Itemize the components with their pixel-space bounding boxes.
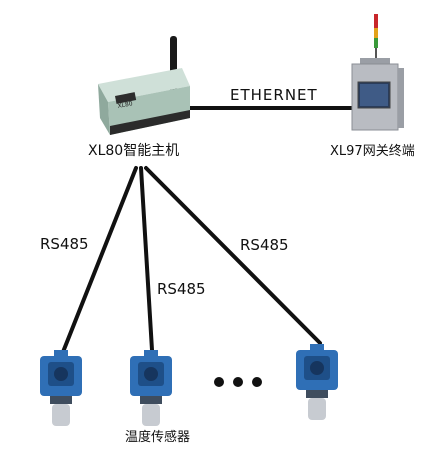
rs485-line-right [144,166,322,345]
host-label: XL80智能主机 [88,143,180,159]
rs485-label-left: RS485 [40,235,89,253]
rs485-line-left [61,166,138,354]
host-controller-icon: XL80 [98,36,190,135]
sensor-icon-2 [130,350,172,426]
rs485-line-middle [139,166,154,352]
ethernet-label: ETHERNET [230,86,318,104]
gateway-label: XL97网关终端 [330,144,415,159]
ellipsis-icon [214,377,262,387]
gateway-terminal-icon [351,14,404,131]
sensor-icon-1 [40,350,82,426]
sensor-label: 温度传感器 [125,430,191,445]
sensor-icon-3 [296,344,338,420]
rs485-label-right: RS485 [240,236,289,254]
connection-lines [61,106,354,354]
host-badge-text: XL80 [117,100,133,110]
rs485-label-middle: RS485 [157,280,206,298]
